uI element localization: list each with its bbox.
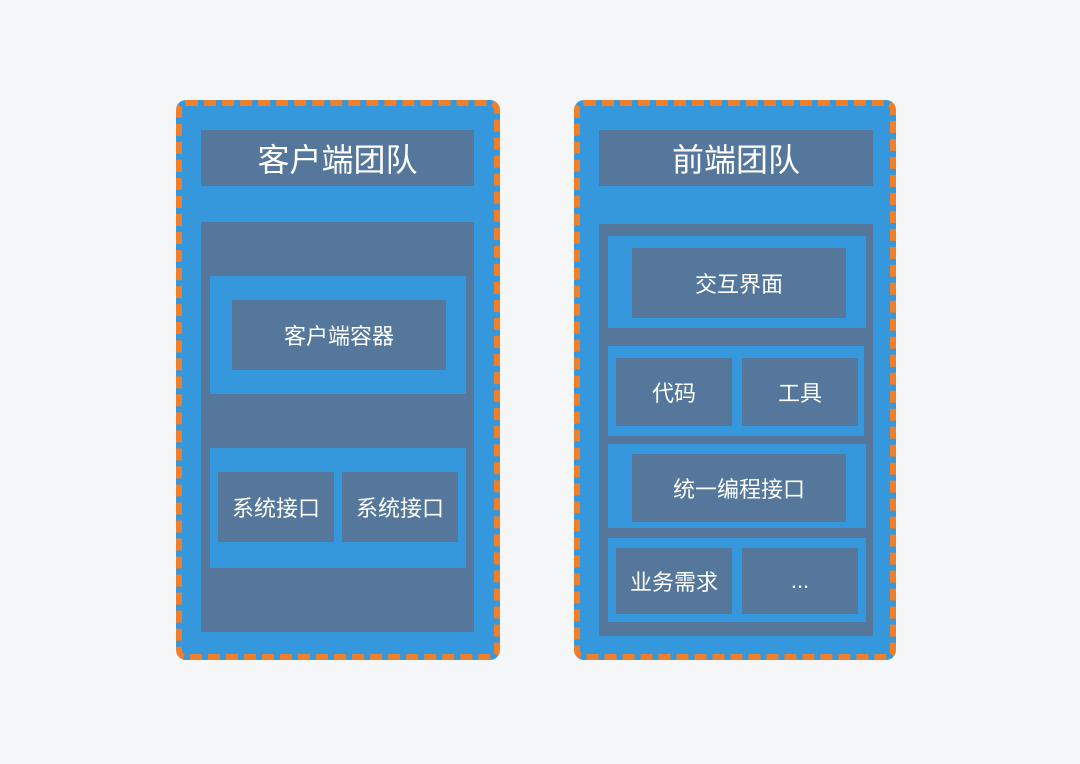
more-box: ... xyxy=(742,548,858,614)
api-box: 统一编程接口 xyxy=(632,454,846,522)
code-box: 代码 xyxy=(616,358,732,426)
business-box: 业务需求 xyxy=(616,548,732,614)
ui-box: 交互界面 xyxy=(632,248,846,318)
frontend-team-title: 前端团队 xyxy=(599,130,873,186)
system-interface-box: 系统接口 xyxy=(342,472,458,542)
client-container-box: 客户端容器 xyxy=(232,300,446,370)
system-interface-box: 系统接口 xyxy=(218,472,334,542)
client-team-title: 客户端团队 xyxy=(201,130,474,186)
tools-box: 工具 xyxy=(742,358,858,426)
